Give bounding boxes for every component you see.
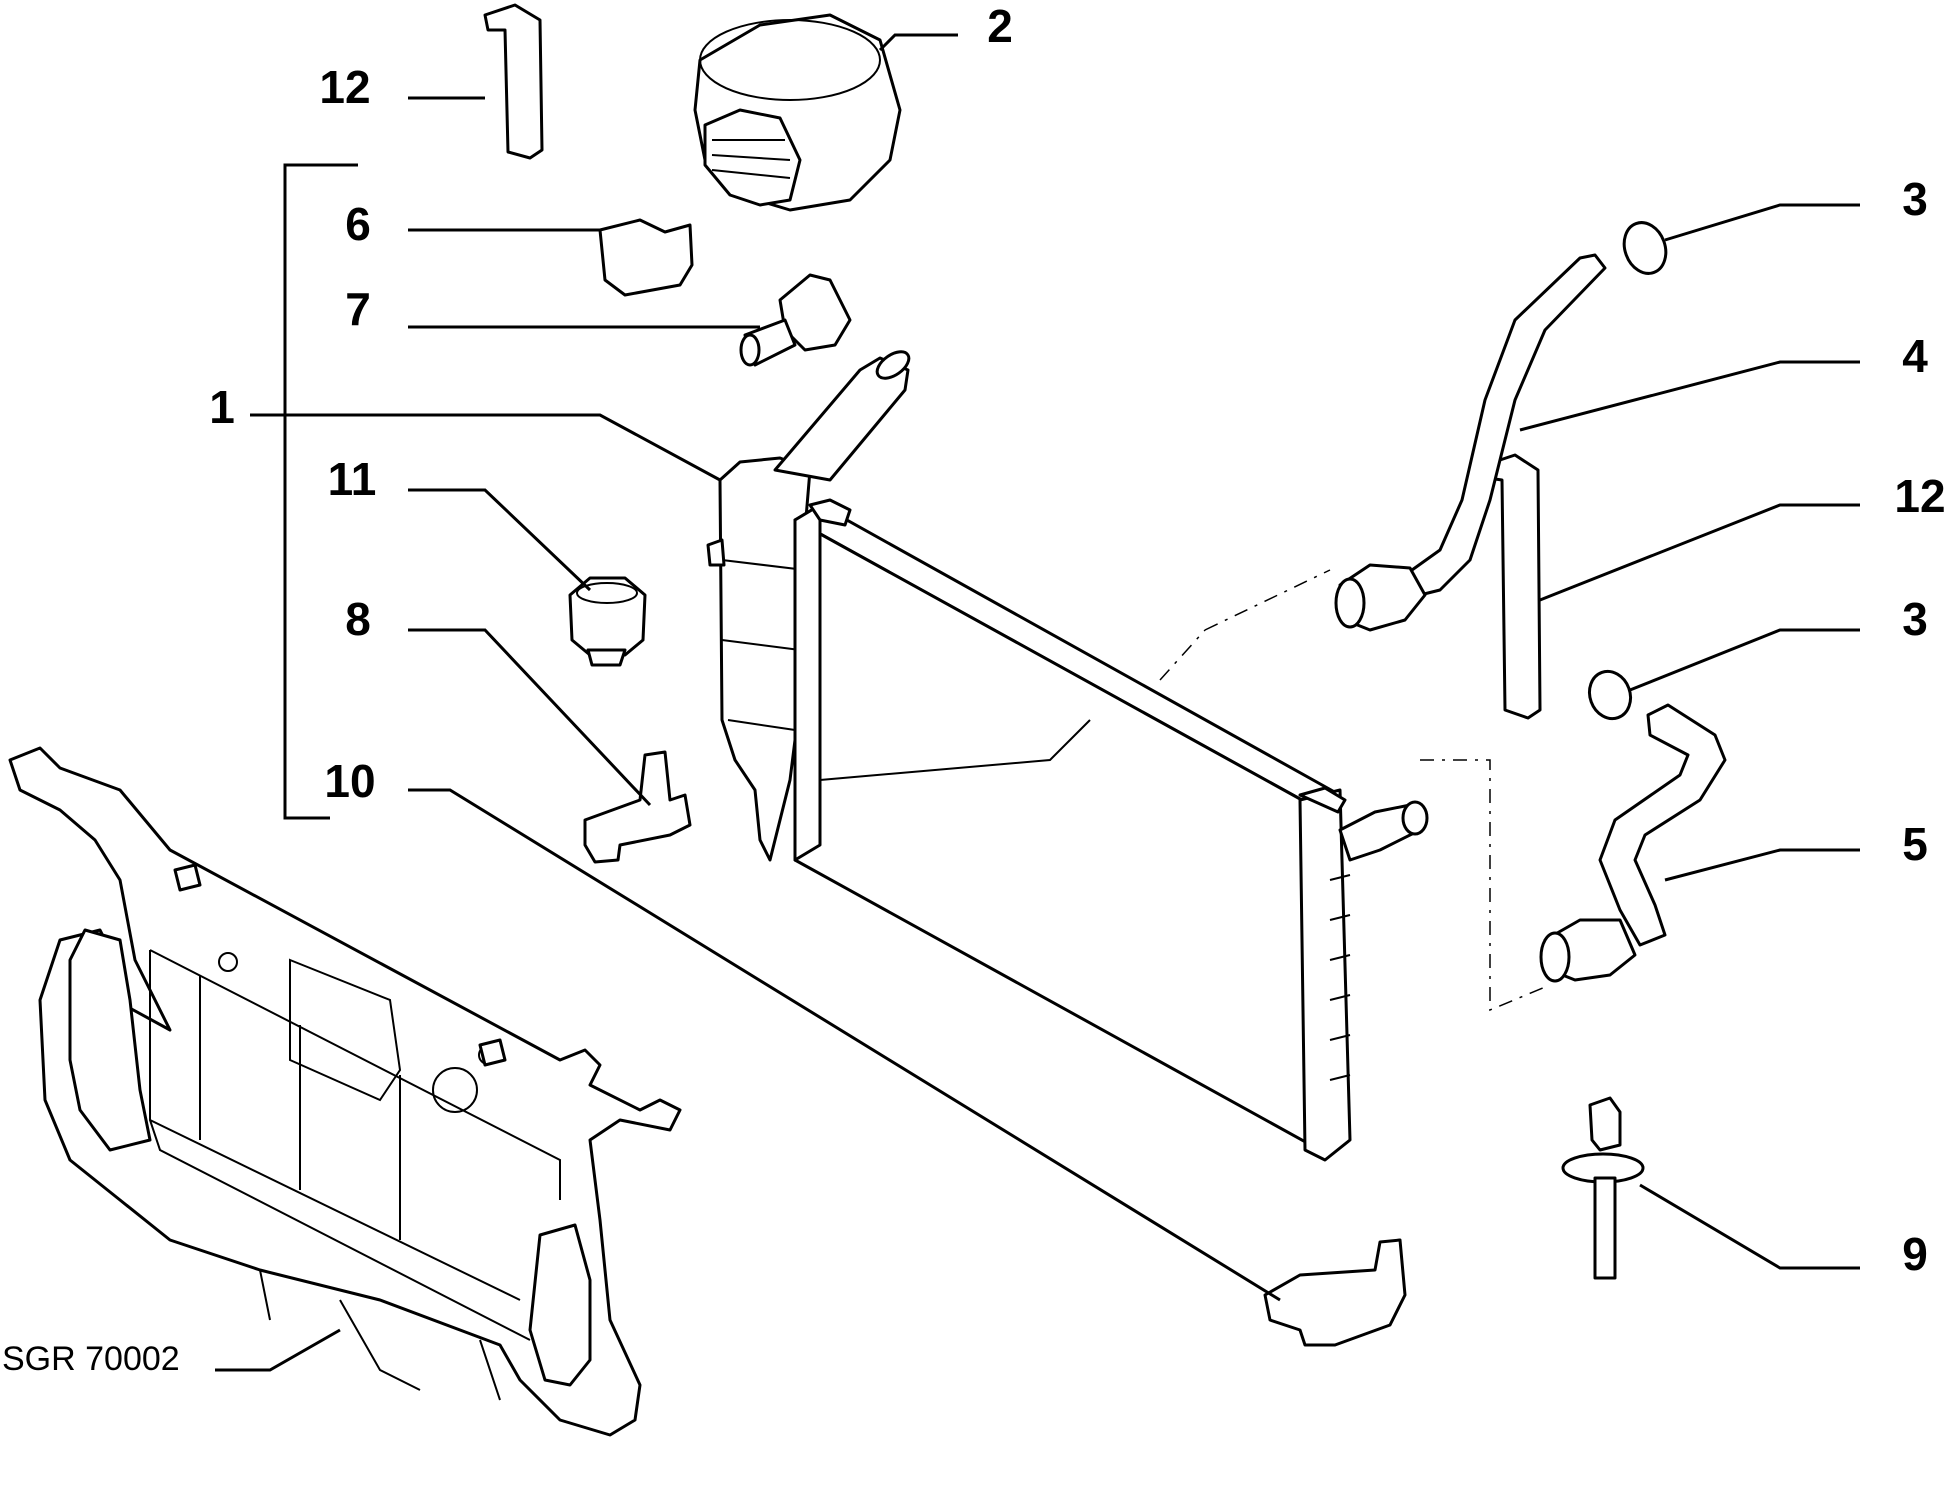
callout-11: 11 (328, 453, 377, 505)
sensor-7-illustration (739, 273, 852, 367)
rivet-9-illustration (1561, 1096, 1645, 1280)
callout-4: 4 (1902, 330, 1928, 382)
bracket-6-illustration (598, 218, 694, 297)
hose-4-illustration (1334, 253, 1607, 632)
callout-1: 1 (209, 381, 235, 433)
front-panel-illustration (8, 746, 682, 1437)
hose-5-illustration (1539, 703, 1727, 983)
callout-6: 6 (345, 198, 371, 250)
drawing-code: SGR 70002 (2, 1340, 180, 1378)
callout-7: 7 (345, 283, 371, 335)
expansion-tank-illustration (706, 350, 911, 862)
filler-cap-illustration (693, 13, 902, 212)
radiator-illustration (793, 498, 1429, 1162)
callout-2: 2 (987, 0, 1013, 52)
bracket-10-illustration (1263, 1238, 1407, 1347)
clip-12-lower-illustration (1483, 453, 1542, 720)
callout-10: 10 (324, 755, 375, 807)
alignment-line-lower (1420, 759, 1551, 1012)
callout-5: 5 (1902, 818, 1928, 870)
callout-12-lower: 12 (1894, 470, 1945, 522)
hose-clamp-3-upper-illustration (1622, 221, 1668, 275)
callout-3-upper: 3 (1902, 173, 1928, 225)
callout-3-lower: 3 (1902, 593, 1928, 645)
callout-8: 8 (345, 593, 371, 645)
bracket-8-illustration (583, 750, 692, 864)
callout-9: 9 (1902, 1228, 1928, 1280)
hose-clamp-3-lower-illustration (1587, 669, 1633, 721)
leader-lines (215, 33, 1860, 1372)
callout-12-upper: 12 (319, 61, 370, 113)
plug-11-illustration (568, 576, 647, 667)
alignment-line-upper (1159, 569, 1331, 681)
clip-12-upper-illustration (483, 3, 544, 160)
